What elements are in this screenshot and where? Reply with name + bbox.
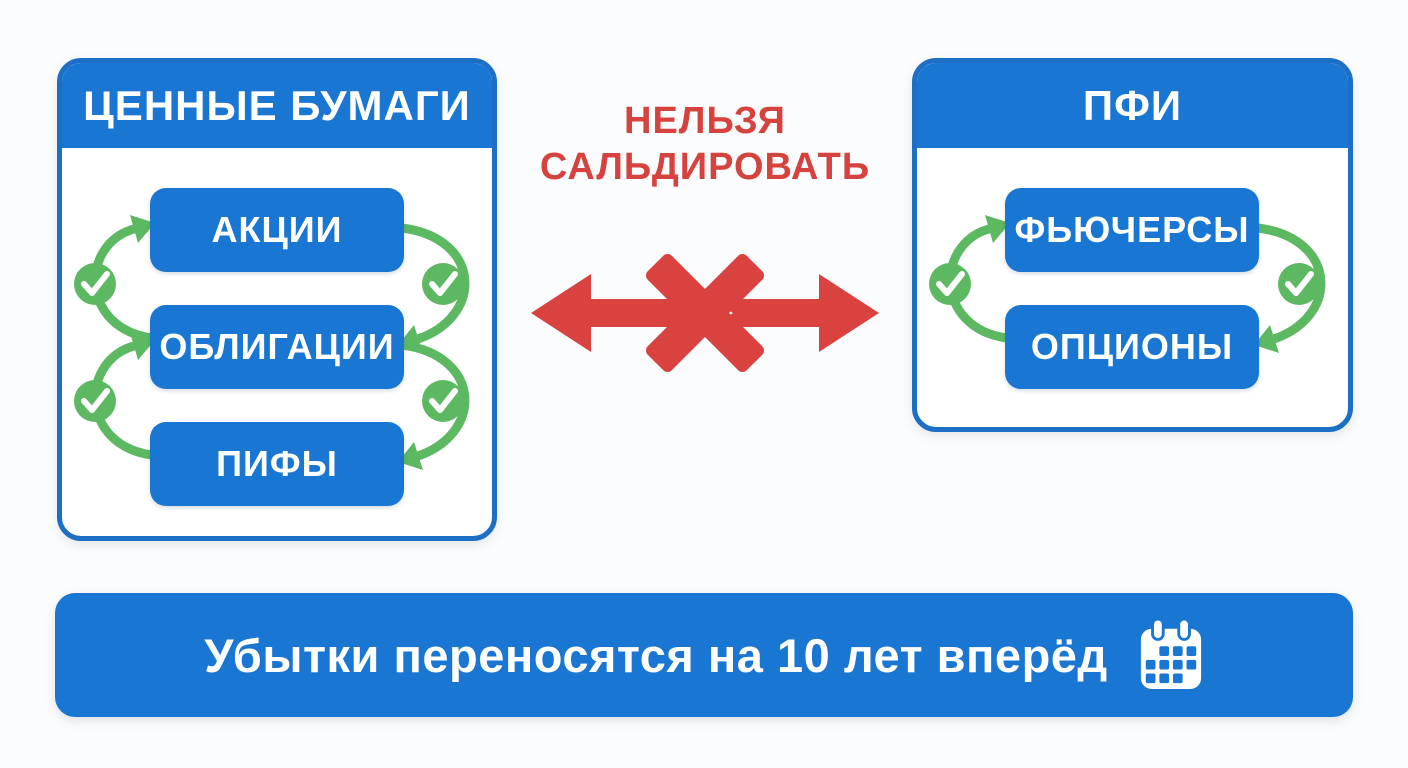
pill-futures: ФЬЮЧЕРСЫ [1005, 188, 1259, 272]
pill-stocks: АКЦИИ [150, 188, 404, 272]
calendar-ring [1177, 617, 1191, 641]
check-icon [429, 271, 458, 296]
arrowhead [1254, 325, 1279, 353]
blocked-double-arrow-icon [531, 253, 879, 373]
warning-line-2: САЛЬДИРОВАТЬ [539, 146, 871, 188]
check-circle-icon [1278, 263, 1320, 305]
loop-arrow-path [397, 223, 470, 345]
arrowhead [398, 442, 423, 470]
left-arrow [531, 274, 699, 352]
check-icon [81, 388, 110, 413]
calendar-icon [1140, 617, 1201, 689]
check-circle-icon [422, 380, 464, 422]
loop-arrow-down-icon [397, 340, 470, 470]
check-circle-icon [929, 263, 971, 305]
warning-label: НЕЛЬЗЯ САЛЬДИРОВАТЬ [505, 98, 905, 190]
check-icon [1285, 271, 1314, 296]
check-circle-icon [74, 263, 116, 305]
pill-options: ОПЦИОНЫ [1005, 305, 1259, 389]
calendar-ring [1150, 617, 1165, 641]
arrowhead [130, 332, 155, 360]
footer-text: Убытки переносятся на 10 лет вперёд [204, 628, 1108, 682]
securities-panel: ЦЕННЫЕ БУМАГИ АКЦИИ ОБЛИГАЦ [57, 58, 497, 541]
calendar-days [1145, 646, 1197, 684]
warning-line-1: НЕЛЬЗЯ [624, 100, 786, 142]
cross-bar [645, 253, 765, 373]
arrowhead [130, 215, 155, 243]
arrowhead [985, 215, 1010, 243]
loop-arrow-up-icon [74, 332, 157, 460]
pill-mutual-funds: ПИФЫ [150, 422, 404, 506]
check-icon [81, 271, 110, 296]
footer-banner: Убытки переносятся на 10 лет вперёд [55, 593, 1353, 717]
check-icon [936, 271, 965, 296]
derivatives-panel-title: ПФИ [917, 63, 1348, 148]
derivatives-panel: ПФИ ФЬЮЧЕРСЫ ОПЦИОНЫ [912, 58, 1353, 432]
loop-arrow-up-icon [929, 215, 1012, 343]
loop-arrow-path [397, 340, 470, 462]
loop-arrow-down-icon [1253, 223, 1326, 353]
loop-arrow-up-icon [74, 215, 157, 343]
check-circle-icon [422, 263, 464, 305]
check-circle-icon [74, 380, 116, 422]
right-arrow [711, 274, 879, 352]
calendar-body [1140, 628, 1201, 689]
loop-arrow-path [1253, 223, 1326, 345]
check-icon [429, 388, 458, 413]
securities-panel-title: ЦЕННЫЕ БУМАГИ [62, 63, 492, 148]
pill-bonds: ОБЛИГАЦИИ [150, 305, 404, 389]
